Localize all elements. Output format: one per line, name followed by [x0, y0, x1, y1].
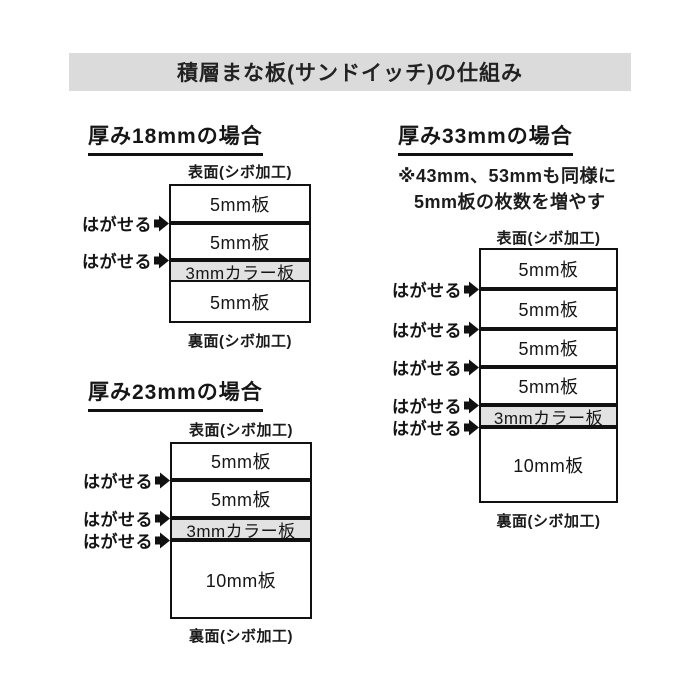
stack-diagram-33mm: 5mm板 5mm板 5mm板 5mm板 3mmカラー板 10mm板	[479, 248, 618, 503]
peel-label: はがせる	[82, 215, 152, 235]
layer-5mm: 5mm板	[518, 259, 579, 280]
peel-separator	[171, 221, 309, 225]
right-arrow-icon	[464, 281, 479, 297]
peel-arrow-row: はがせる	[392, 393, 479, 418]
peel-separator	[481, 365, 616, 369]
peel-arrow-row: はがせる	[83, 468, 170, 493]
layer-3mm-color: 3mmカラー板	[172, 520, 310, 541]
layer-5mm: 5mm板	[210, 292, 270, 313]
back-face-label-18mm: 裏面(シボ加工)	[188, 333, 292, 350]
peel-separator	[481, 287, 616, 291]
peel-arrow-row: はがせる	[392, 277, 479, 302]
stack-diagram-18mm: 5mm板 5mm板 3mmカラー板 5mm板	[169, 184, 311, 323]
right-arrow-icon	[155, 532, 170, 548]
front-face-label-23mm: 表面(シボ加工)	[189, 422, 293, 439]
peel-arrow-row: はがせる	[82, 248, 169, 273]
section-33mm-heading: 厚み33mmの場合	[398, 120, 573, 156]
note-line-1: ※43mm、53mmも同様に	[398, 166, 617, 186]
right-arrow-icon	[155, 472, 170, 488]
layer-5mm: 5mm板	[211, 490, 271, 510]
layer-5mm: 5mm板	[211, 452, 271, 472]
layer-5mm: 5mm板	[518, 339, 579, 359]
page-title: 積層まな板(サンドイッチ)の仕組み	[69, 53, 631, 91]
right-arrow-icon	[154, 252, 169, 268]
peel-label: はがせる	[83, 532, 153, 552]
heading-23mm: 厚み23mmの場合	[88, 376, 263, 412]
right-arrow-icon	[155, 510, 170, 526]
peel-label: はがせる	[392, 419, 462, 439]
peel-separator	[481, 425, 616, 429]
peel-arrow-row: はがせる	[82, 211, 169, 236]
right-arrow-icon	[464, 419, 479, 435]
layer-10mm: 10mm板	[205, 570, 277, 591]
right-arrow-icon	[464, 397, 479, 413]
layer-10mm: 10mm板	[513, 456, 584, 476]
peel-label: はがせる	[83, 472, 153, 492]
layer-3mm-color: 3mmカラー板	[171, 262, 309, 283]
peel-label: はがせる	[392, 359, 462, 379]
right-arrow-icon	[154, 215, 169, 231]
peel-arrow-row: はがせる	[392, 415, 479, 440]
peel-separator	[172, 538, 310, 542]
right-arrow-icon	[464, 359, 479, 375]
back-face-label-23mm: 裏面(シボ加工)	[189, 628, 293, 645]
heading-33mm: 厚み33mmの場合	[398, 120, 573, 156]
peel-label: はがせる	[392, 321, 462, 341]
heading-18mm: 厚み18mmの場合	[88, 120, 263, 156]
peel-separator	[171, 258, 309, 262]
note-line-2: 5mm板の枚数を増やす	[414, 192, 606, 212]
section-23mm-heading: 厚み23mmの場合	[88, 376, 263, 412]
peel-separator	[481, 327, 616, 331]
back-face-label-33mm: 裏面(シボ加工)	[496, 513, 601, 530]
layer-3mm-color: 3mmカラー板	[481, 407, 616, 428]
front-face-label-18mm: 表面(シボ加工)	[188, 164, 292, 181]
page-title-text: 積層まな板(サンドイッチ)の仕組み	[177, 62, 523, 85]
peel-separator	[481, 403, 616, 407]
layer-5mm: 5mm板	[518, 300, 579, 320]
front-face-label-33mm: 表面(シボ加工)	[496, 230, 601, 247]
note-33mm: ※43mm、53mmも同様に 5mm板の枚数を増やす	[398, 163, 617, 215]
peel-arrow-row: はがせる	[392, 355, 479, 380]
peel-arrow-row: はがせる	[83, 528, 170, 553]
peel-arrow-row: はがせる	[392, 317, 479, 342]
peel-separator	[172, 478, 310, 482]
section-18mm-heading: 厚み18mmの場合	[88, 120, 263, 156]
layer-5mm: 5mm板	[518, 377, 579, 397]
peel-separator	[172, 516, 310, 520]
peel-label: はがせる	[392, 397, 462, 417]
layer-5mm: 5mm板	[210, 194, 270, 215]
stack-diagram-23mm: 5mm板 5mm板 3mmカラー板 10mm板	[170, 442, 312, 619]
peel-label: はがせる	[83, 510, 153, 530]
peel-label: はがせる	[82, 252, 152, 272]
layer-5mm: 5mm板	[210, 232, 270, 253]
right-arrow-icon	[464, 321, 479, 337]
peel-arrow-row: はがせる	[83, 506, 170, 531]
peel-label: はがせる	[392, 281, 462, 301]
